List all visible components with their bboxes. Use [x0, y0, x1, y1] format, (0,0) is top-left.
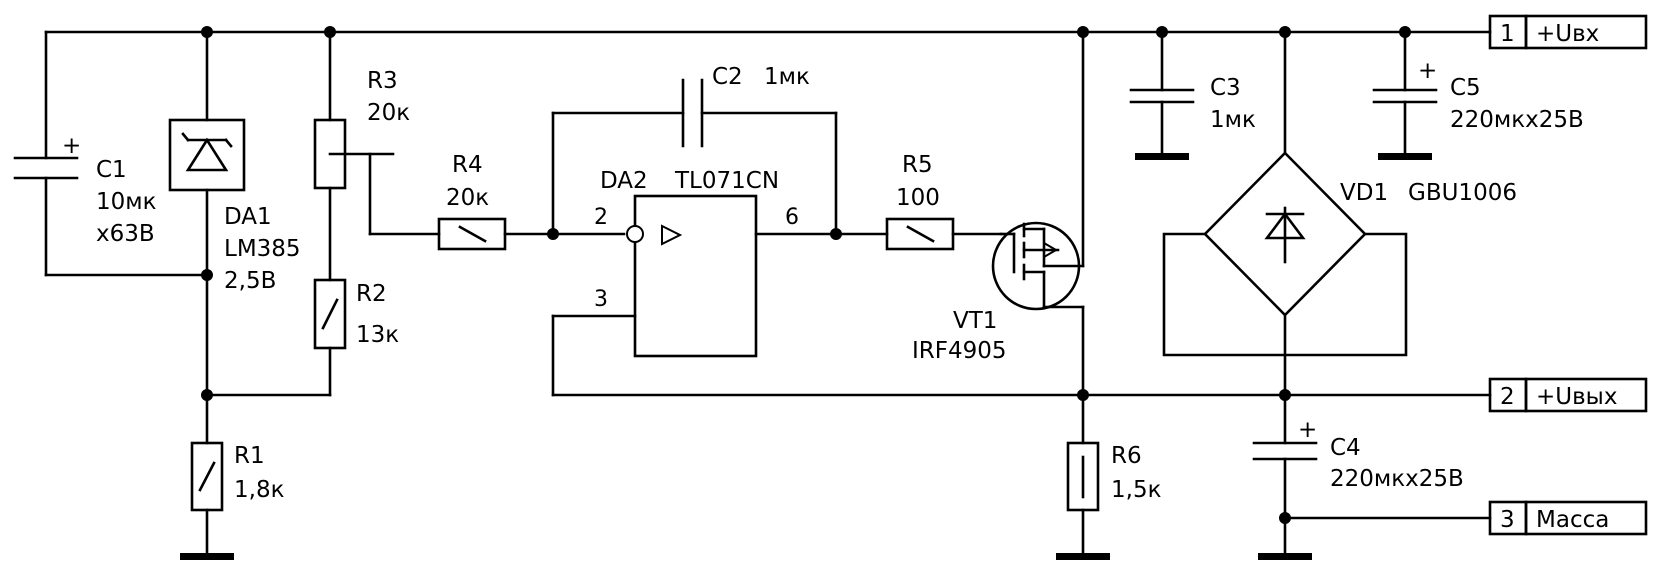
potentiometer-r3: R3 20к	[313, 68, 410, 190]
c5-polarity: +	[1418, 58, 1437, 84]
resistor-r2: R2 13к	[313, 278, 399, 350]
ground-icon	[1135, 153, 1189, 160]
terminal-1: 1 +Uвх	[1488, 14, 1648, 50]
da1-voltage: 2,5В	[224, 268, 276, 294]
resistor-r1: R1 1,8к	[190, 441, 285, 512]
junction-dot	[830, 228, 842, 240]
da1-ref: DA1	[224, 204, 272, 230]
junction-dot	[1279, 512, 1291, 524]
resistor-r6: R6 1,5к	[1066, 441, 1162, 512]
junction-dot	[1279, 26, 1291, 38]
r4-value: 20к	[446, 185, 489, 211]
ground-icon	[1378, 153, 1432, 160]
resistor-r5: R5 100	[885, 152, 955, 251]
r1-value: 1,8к	[234, 477, 285, 503]
r1-ref: R1	[234, 443, 265, 469]
c4-polarity: +	[1298, 417, 1317, 443]
r6-value: 1,5к	[1111, 477, 1162, 503]
terminal-3-label: Масса	[1536, 507, 1609, 533]
r3-ref: R3	[367, 68, 398, 94]
junction-dot	[547, 228, 559, 240]
c1-ref: C1	[96, 157, 127, 183]
terminal-3-num: 3	[1500, 507, 1515, 533]
capacitor-c1: + C1 10мк х63В	[13, 133, 157, 247]
r3-value: 20к	[367, 100, 410, 126]
vt1-ref: VT1	[953, 308, 997, 334]
terminal-2-num: 2	[1500, 384, 1515, 410]
ground-symbols	[180, 153, 1432, 560]
opamp-da2: DA2 TL071CN 2 3 6	[594, 168, 799, 358]
da2-part: TL071CN	[674, 168, 779, 194]
terminal-1-num: 1	[1500, 21, 1515, 47]
c3-ref: C3	[1210, 75, 1241, 101]
c5-ref: C5	[1450, 75, 1481, 101]
junction-dot	[1077, 26, 1089, 38]
c1-polarity: +	[62, 133, 81, 159]
vd1-ref: VD1	[1340, 180, 1388, 206]
junction-dot	[324, 26, 336, 38]
junction-dot	[1156, 26, 1168, 38]
mosfet-vt1: VT1 IRF4905	[912, 221, 1081, 364]
capacitor-c2: C2 1мк	[681, 64, 810, 148]
ground-icon	[1258, 553, 1312, 560]
c4-value: 220мкх25В	[1330, 466, 1464, 492]
c2-ref: C2	[712, 64, 743, 90]
junction-dot	[201, 26, 213, 38]
da2-pin-inv: 2	[594, 205, 608, 230]
junction-dot	[201, 389, 213, 401]
da2-ref: DA2	[600, 168, 648, 194]
wires	[44, 30, 1492, 555]
r4-ref: R4	[452, 152, 483, 178]
c4-ref: C4	[1330, 435, 1361, 461]
junction-dot	[201, 269, 213, 281]
resistor-r4: R4 20к	[437, 152, 507, 251]
ground-icon	[1056, 553, 1110, 560]
capacitor-c5: + C5 220мкх25В	[1372, 58, 1584, 133]
ground-icon	[180, 553, 234, 560]
c3-value: 1мк	[1210, 107, 1256, 133]
r5-ref: R5	[902, 152, 933, 178]
capacitor-c4: + C4 220мкх25В	[1252, 417, 1464, 492]
terminal-3: 3 Масса	[1488, 500, 1648, 536]
c5-value: 220мкх25В	[1450, 107, 1584, 133]
r6-ref: R6	[1111, 443, 1142, 469]
vd1-part: GBU1006	[1408, 180, 1517, 206]
reference-da1: DA1 LM385 2,5В	[168, 118, 301, 294]
da2-pin-out: 6	[785, 205, 799, 230]
junction-dot	[1279, 389, 1291, 401]
r2-ref: R2	[356, 281, 387, 307]
c1-value: 10мк	[96, 189, 157, 215]
junction-dot	[1399, 26, 1411, 38]
terminal-block: 1 +Uвх 2 +Uвых 3 Масса	[1488, 14, 1648, 536]
junction-dot	[1077, 389, 1089, 401]
c2-value: 1мк	[764, 64, 810, 90]
terminal-2: 2 +Uвых	[1488, 377, 1648, 413]
terminal-1-label: +Uвх	[1536, 21, 1599, 47]
junctions	[201, 26, 1411, 524]
vt1-part: IRF4905	[912, 338, 1007, 364]
da2-pin-noninv: 3	[594, 287, 608, 312]
bridge-vd1: VD1 GBU1006	[1203, 151, 1517, 317]
r5-value: 100	[896, 185, 940, 211]
terminal-2-label: +Uвых	[1536, 384, 1617, 410]
r2-value: 13к	[356, 322, 399, 348]
capacitor-c3: C3 1мк	[1129, 75, 1256, 133]
da1-part: LM385	[224, 236, 301, 262]
c1-rating: х63В	[96, 221, 155, 247]
